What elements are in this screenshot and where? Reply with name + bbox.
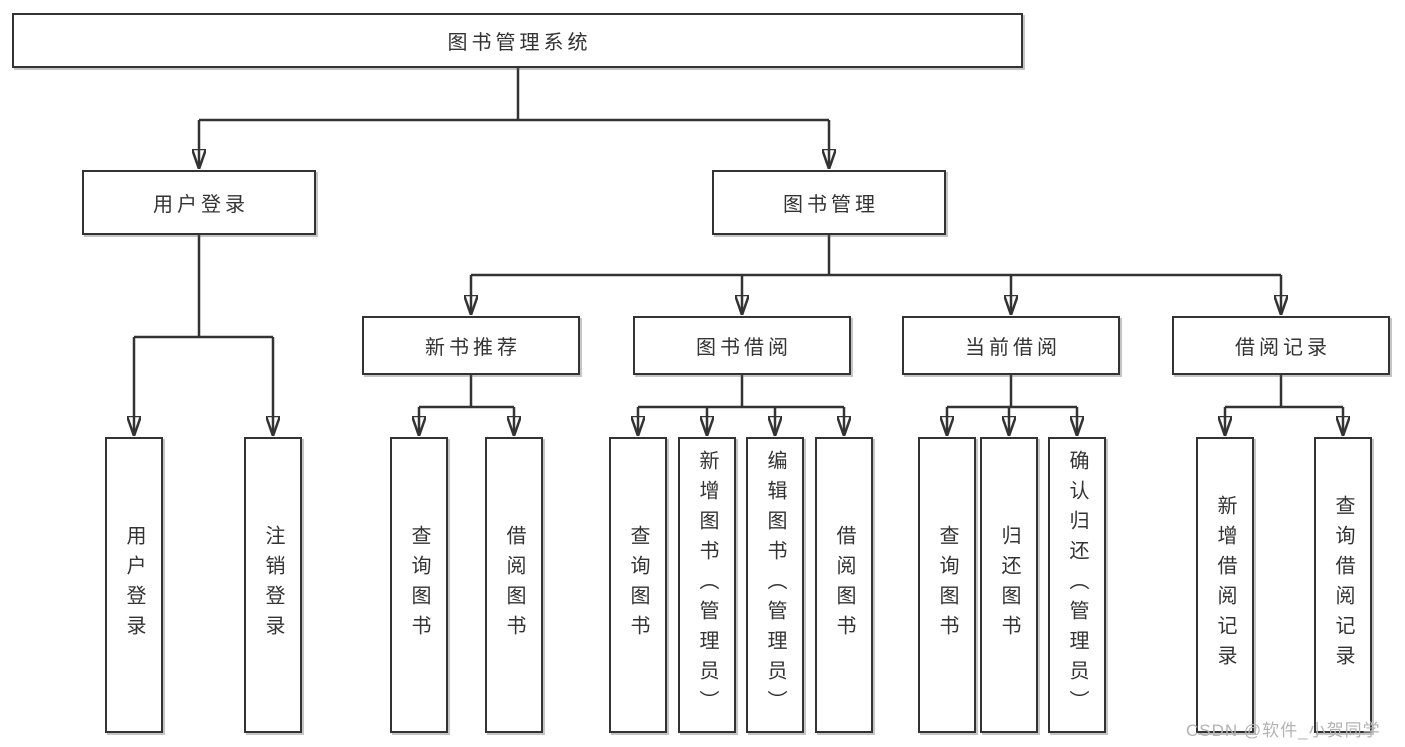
leaf-query-books-1: 查询图书 [390, 437, 448, 733]
leaf-add-books-admin-label: 新增图书（管理员） [696, 450, 718, 720]
node-user-login: 用户登录 [82, 170, 316, 235]
connector-current-borrow-children [947, 375, 1077, 435]
leaf-query-books-2-label: 查询图书 [627, 525, 649, 645]
leaf-add-borrow-record: 新增借阅记录 [1196, 437, 1254, 733]
connector-book-mgmt-sections [471, 235, 1281, 314]
leaf-query-books-3: 查询图书 [918, 437, 976, 733]
leaf-return-books-label: 归还图书 [998, 525, 1020, 645]
leaf-add-borrow-record-label: 新增借阅记录 [1214, 495, 1236, 675]
leaf-confirm-return-admin-label: 确认归还（管理员） [1066, 450, 1088, 720]
node-library-system: 图书管理系统 [12, 13, 1023, 68]
leaf-query-borrow-record-label: 查询借阅记录 [1332, 495, 1354, 675]
leaf-logout-label: 注销登录 [262, 525, 284, 645]
connector-user-login-children [134, 235, 273, 435]
node-book-management-label: 图书管理 [783, 194, 879, 216]
csdn-watermark: CSDN @软件_小贺同学 [1186, 721, 1381, 740]
leaf-logout: 注销登录 [244, 437, 302, 733]
leaf-query-borrow-record: 查询借阅记录 [1314, 437, 1372, 733]
node-user-login-label: 用户登录 [153, 194, 249, 216]
leaf-add-books-admin: 新增图书（管理员） [678, 437, 736, 733]
connector-book-borrow-children [638, 375, 844, 435]
leaf-query-books-2: 查询图书 [609, 437, 667, 733]
leaf-borrow-books-2-label: 借阅图书 [833, 525, 855, 645]
node-new-book-recommend-label: 新书推荐 [425, 337, 521, 359]
connector-root-to-level2 [199, 68, 829, 168]
leaf-user-login-label: 用户登录 [123, 525, 145, 645]
node-book-borrow-label: 图书借阅 [696, 337, 792, 359]
node-current-borrow: 当前借阅 [902, 316, 1120, 375]
connector-borrow-records-children [1225, 375, 1343, 435]
leaf-user-login: 用户登录 [105, 437, 163, 733]
node-current-borrow-label: 当前借阅 [965, 337, 1061, 359]
leaf-edit-books-admin-label: 编辑图书（管理员） [764, 450, 786, 720]
node-book-management: 图书管理 [712, 170, 946, 235]
leaf-return-books: 归还图书 [980, 437, 1038, 733]
node-borrow-records-label: 借阅记录 [1235, 337, 1331, 359]
node-library-system-label: 图书管理系统 [447, 32, 592, 54]
leaf-edit-books-admin: 编辑图书（管理员） [746, 437, 804, 733]
leaf-borrow-books-1: 借阅图书 [485, 437, 543, 733]
leaf-confirm-return-admin: 确认归还（管理员） [1048, 437, 1106, 733]
node-book-borrow: 图书借阅 [633, 316, 851, 375]
leaf-borrow-books-2: 借阅图书 [815, 437, 873, 733]
node-new-book-recommend: 新书推荐 [362, 316, 580, 375]
node-borrow-records: 借阅记录 [1172, 316, 1390, 375]
connector-new-books-children [419, 375, 514, 435]
leaf-query-books-1-label: 查询图书 [408, 525, 430, 645]
leaf-borrow-books-1-label: 借阅图书 [503, 525, 525, 645]
leaf-query-books-3-label: 查询图书 [936, 525, 958, 645]
